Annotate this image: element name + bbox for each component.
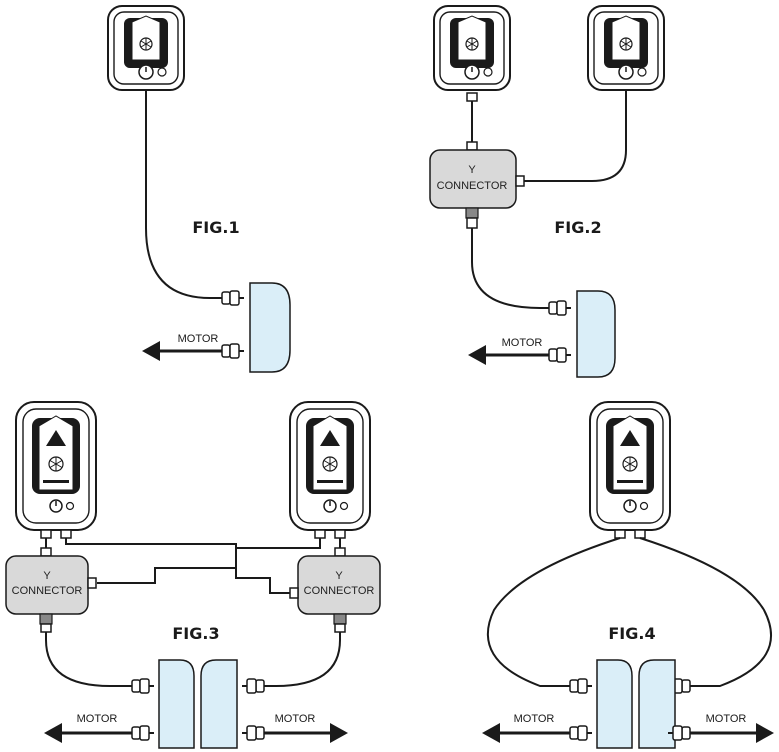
- y-connector: [429, 149, 517, 209]
- figure-label: FIG.2: [554, 218, 601, 237]
- cable: [145, 90, 224, 299]
- y-connector-label: Y: [43, 570, 51, 582]
- y-connector-label: CONNECTOR: [12, 585, 83, 597]
- arrow-left-icon: [468, 345, 486, 365]
- y-connector-label: Y: [335, 570, 343, 582]
- motor-label: MOTOR: [514, 713, 555, 725]
- y-connector-label: CONNECTOR: [304, 585, 375, 597]
- motor-controller: [596, 659, 633, 749]
- plug-icon: [569, 678, 593, 694]
- y-connector-label: CONNECTOR: [437, 180, 508, 192]
- plug-icon: [131, 678, 155, 694]
- motor-controller: [158, 659, 195, 749]
- control-panel-icon: [107, 5, 185, 91]
- figure-3: Y CONNECTOR Y CONNECTOR MOTOR MOTOR FIG.…: [5, 401, 381, 749]
- control-panel-icon: [15, 401, 97, 531]
- y-connector-label: Y: [468, 164, 476, 176]
- plug-icon: [131, 725, 155, 741]
- motor-label: MOTOR: [706, 713, 747, 725]
- control-panel-icon: [589, 401, 671, 531]
- figure-label: FIG.3: [172, 624, 219, 643]
- arrow-right-icon: [756, 723, 774, 743]
- control-panel-icon: [587, 5, 665, 91]
- figure-2: Y CONNECTOR MOTOR FIG.2: [429, 5, 665, 378]
- plug-icon: [221, 343, 245, 359]
- control-panel-icon: [433, 5, 511, 91]
- plug-icon: [241, 678, 265, 694]
- plug-icon: [548, 347, 572, 363]
- figure-label: FIG.1: [192, 218, 239, 237]
- motor-controller: [576, 290, 616, 378]
- motor-controller: [638, 659, 676, 749]
- arrow-left-icon: [482, 723, 500, 743]
- figure-1: MOTOR FIG.1: [107, 5, 291, 373]
- arrow-right-icon: [330, 723, 348, 743]
- motor-label: MOTOR: [275, 713, 316, 725]
- arrow-left-icon: [44, 723, 62, 743]
- plug-icon: [241, 725, 265, 741]
- motor-controller: [249, 282, 291, 373]
- motor-label: MOTOR: [77, 713, 118, 725]
- arrow-left-icon: [142, 341, 160, 361]
- motor-controller: [200, 659, 238, 749]
- figure-label: FIG.4: [608, 624, 655, 643]
- motor-label: MOTOR: [178, 333, 219, 345]
- figure-4: MOTOR MOTOR FIG.4: [482, 401, 774, 749]
- motor-label: MOTOR: [502, 337, 543, 349]
- plug-icon: [221, 290, 245, 306]
- control-panel-icon: [289, 401, 371, 531]
- plug-icon: [548, 300, 572, 316]
- plug-icon: [569, 725, 593, 741]
